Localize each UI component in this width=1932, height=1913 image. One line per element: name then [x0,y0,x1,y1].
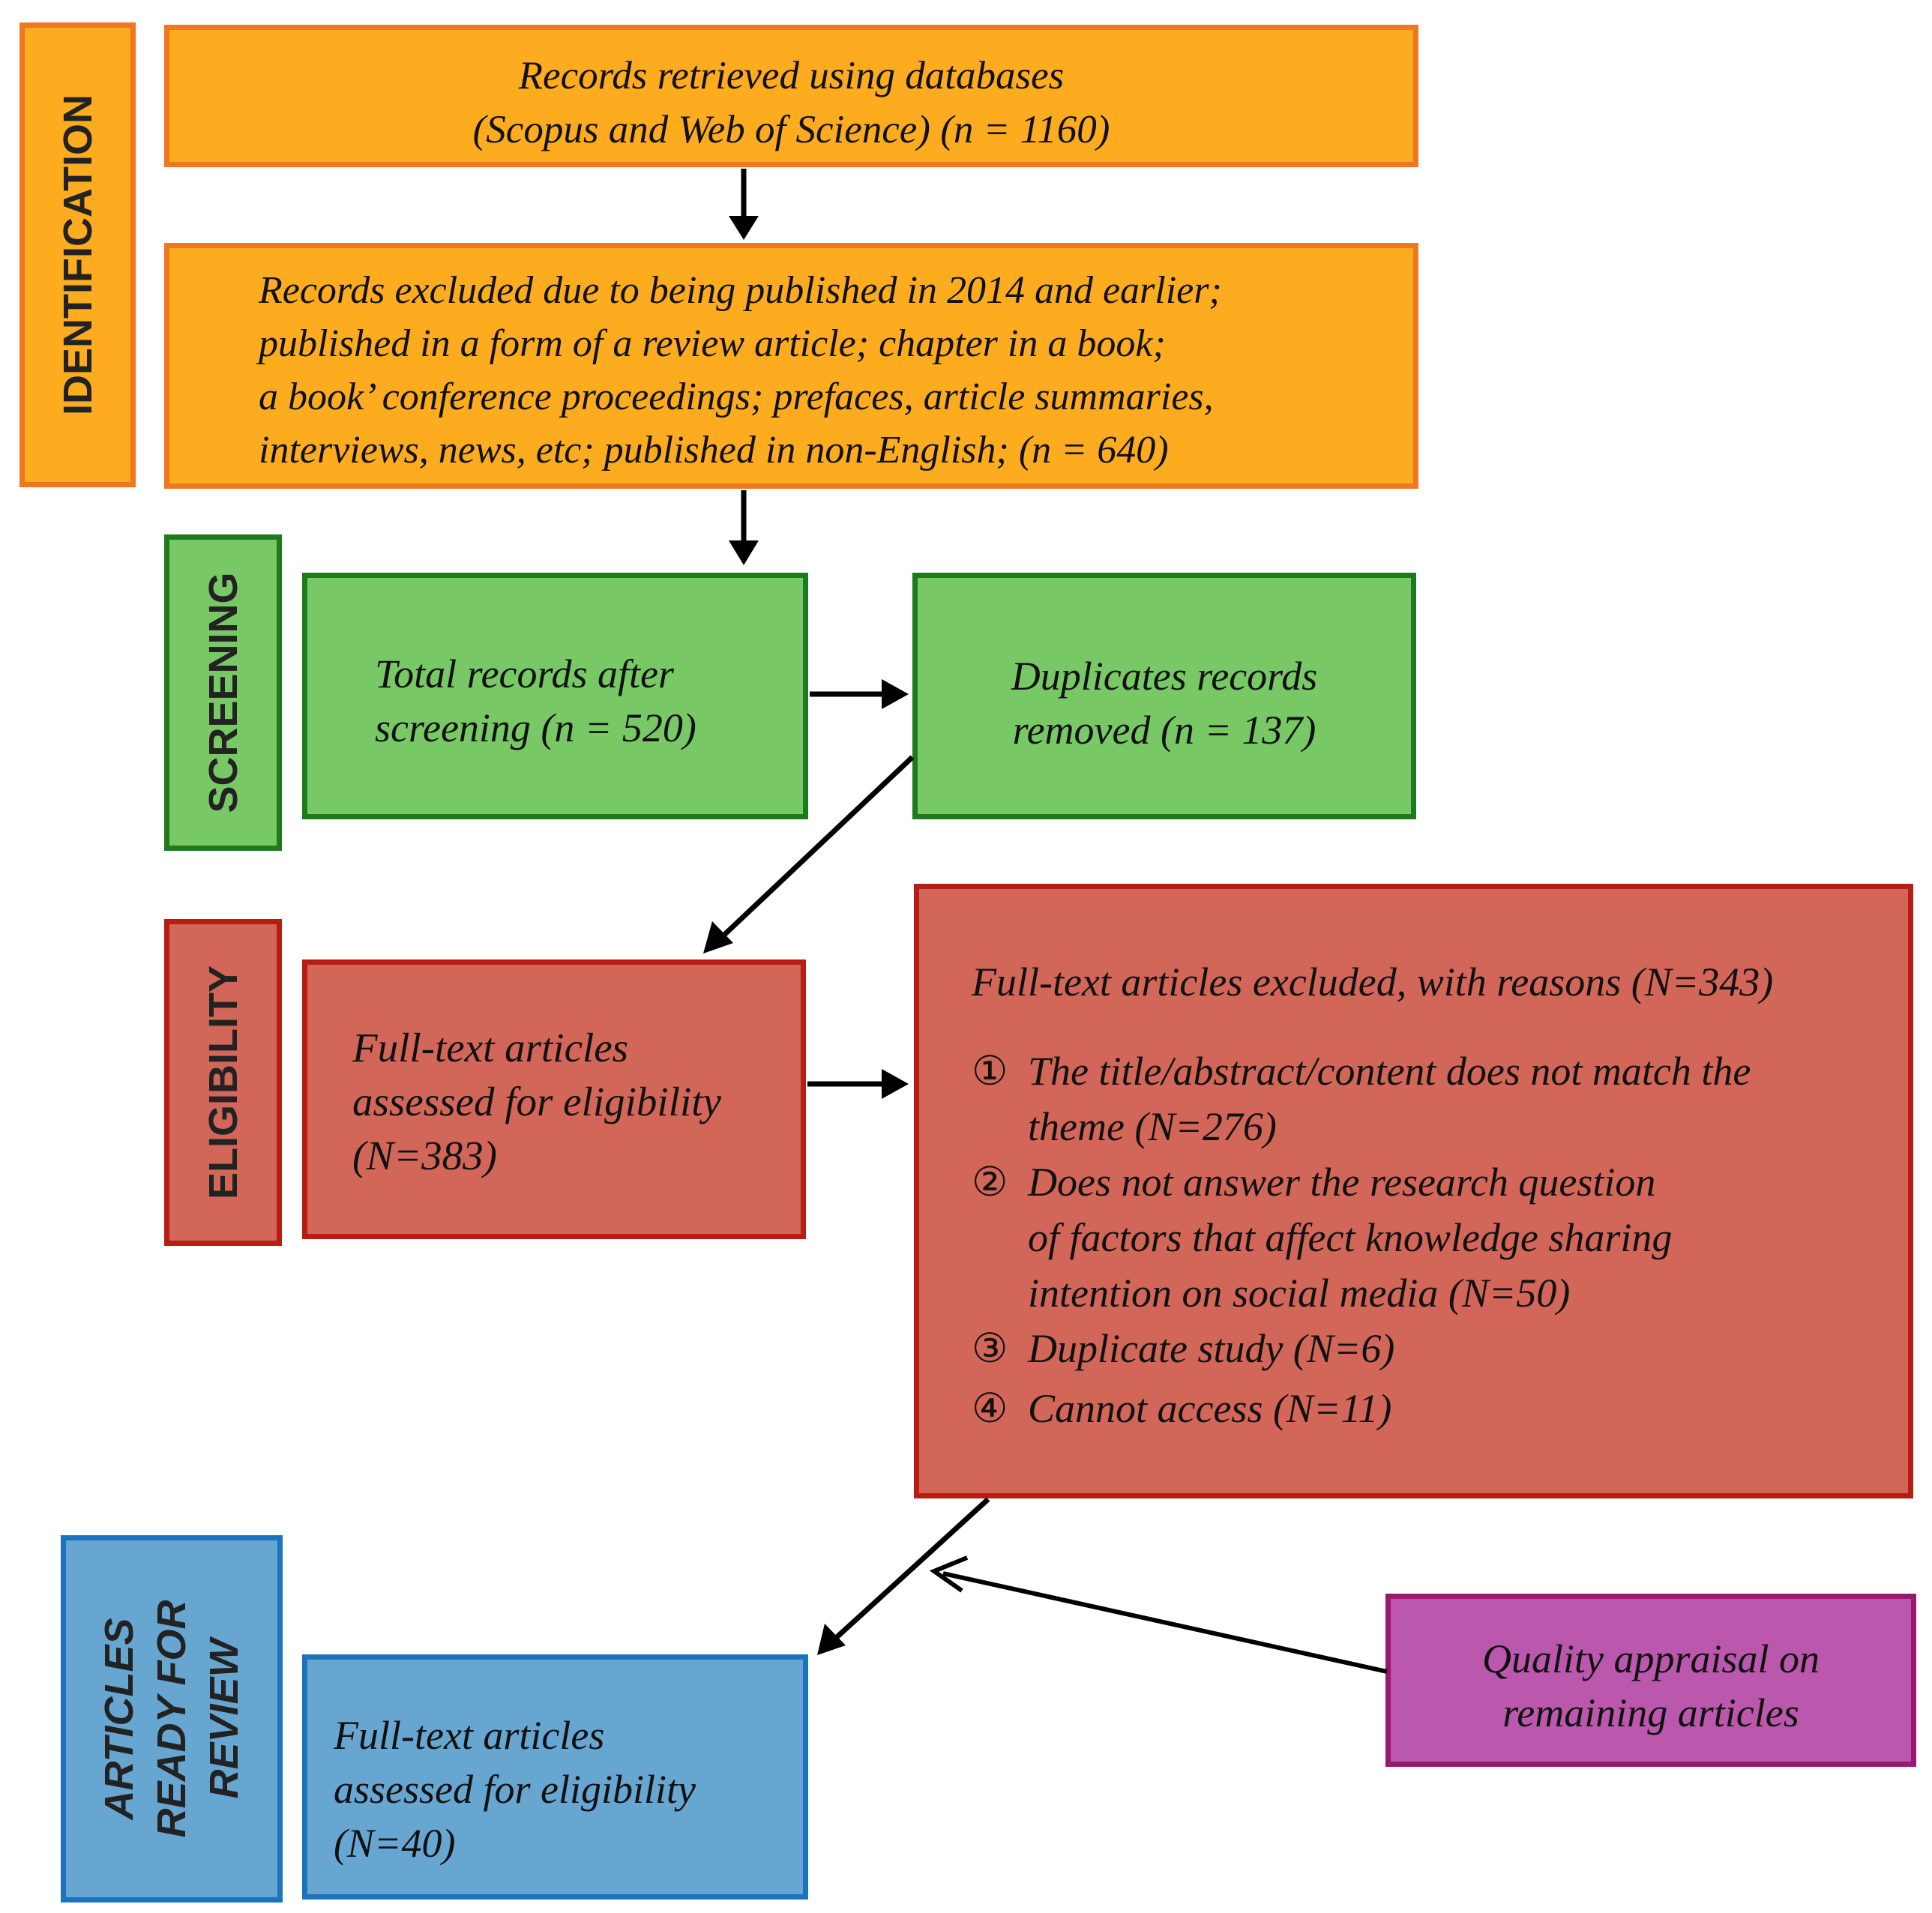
reason-text: Cannot access (N=11) [1028,1381,1391,1436]
text-line: Duplicates records [1011,654,1318,699]
duplicates-removed-box: Duplicates records removed (n = 137) [912,573,1416,819]
text-line: (Scopus and Web of Science) (n = 1160) [472,108,1110,151]
arrow-eligibility-to-excluded-reasons [807,1069,909,1099]
reason-number: ① [972,1049,1008,1094]
text-line: interviews, news, etc; published in non-… [259,429,1169,472]
text-line: Cannot access (N=11) [1028,1386,1392,1431]
quality-appraisal-text: Quality appraisal on remaining articles [1391,1632,1911,1740]
reason-number: ③ [972,1326,1008,1371]
eligibility-assessed-text: Full-text articles assessed for eligibil… [352,1021,721,1183]
text-line: Records retrieved using databases [518,54,1065,97]
arrowhead [703,921,733,954]
reason-number: ④ [972,1386,1008,1431]
records-excluded-text: Records excluded due to being published … [259,264,1222,477]
arrow-excluded-to-screening [729,490,759,565]
text-line: Full-text articles [352,1025,629,1070]
reason-text: Does not answer the research question of… [1028,1154,1672,1321]
text-line: theme (N=276) [1028,1104,1277,1149]
arrowhead [929,1555,969,1593]
reason-text: The title/abstract/content does not matc… [1028,1043,1751,1154]
text-line: Full-text articles [334,1713,605,1758]
text-line: Records excluded due to being published … [259,269,1222,312]
arrowhead [817,1624,846,1655]
text-line: screening (n = 520) [375,705,696,750]
after-screening-text: Total records after screening (n = 520) [375,647,696,755]
arrow-quality-to-flow [929,1555,1388,1674]
text-line: intention on social media (N=50) [1028,1271,1571,1316]
text-line: The title/abstract/content does not matc… [1028,1049,1751,1094]
records-retrieved-text: Records retrieved using databases (Scopu… [169,49,1413,157]
stage-ready-for-review: ARTICLES READY FOR REVIEW [61,1535,283,1903]
records-excluded-box: Records excluded due to being published … [164,243,1418,489]
reason-number: ② [972,1160,1008,1205]
final-articles-text: Full-text articles assessed for eligibil… [334,1708,696,1870]
records-retrieved-box: Records retrieved using databases (Scopu… [164,25,1418,167]
duplicates-removed-text: Duplicates records removed (n = 137) [918,649,1411,757]
text-line: remaining articles [1502,1690,1799,1735]
text-line: Duplicate study (N=6) [1028,1326,1395,1371]
eligibility-assessed-box: Full-text articles assessed for eligibil… [302,959,806,1239]
excluded-reasons-title: Full-text articles excluded, with reason… [972,959,1774,1004]
text-line: a book’ conference proceedings; prefaces… [259,376,1214,418]
stage-identification: IDENTIFICATION [19,22,136,487]
arrowhead [882,679,909,709]
text-line: (N=40) [334,1821,456,1866]
excluded-reasons-box: Full-text articles excluded, with reason… [914,884,1913,1498]
arrowhead [729,216,759,240]
text-line: removed (n = 137) [1012,708,1316,753]
text-line: assessed for eligibility [334,1767,696,1812]
arrow-retrieved-to-excluded [729,169,759,240]
text-line: Total records after [375,651,675,696]
arrow-duplicates-to-eligibility [703,755,915,954]
arrow-excluded-reasons-to-final [817,1497,990,1655]
arrow-screening-to-duplicates [810,679,909,709]
final-articles-box: Full-text articles assessed for eligibil… [302,1654,808,1900]
text-line: of factors that affect knowledge sharing [1028,1215,1673,1260]
arrowhead [729,540,759,565]
after-screening-box: Total records after screening (n = 520) [302,573,808,819]
text-line: published in a form of a review article;… [259,322,1166,365]
quality-appraisal-box: Quality appraisal on remaining articles [1385,1594,1916,1767]
text-line: (N=383) [352,1133,497,1178]
stage-eligibility: ELIGIBILITY [164,919,282,1246]
reason-text: Duplicate study (N=6) [1028,1321,1394,1376]
text-line: assessed for eligibility [352,1079,721,1124]
text-line: Does not answer the research question [1028,1160,1656,1205]
arrowhead [882,1069,909,1099]
stage-screening: SCREENING [164,534,282,851]
text-line: Quality appraisal on [1481,1636,1820,1681]
